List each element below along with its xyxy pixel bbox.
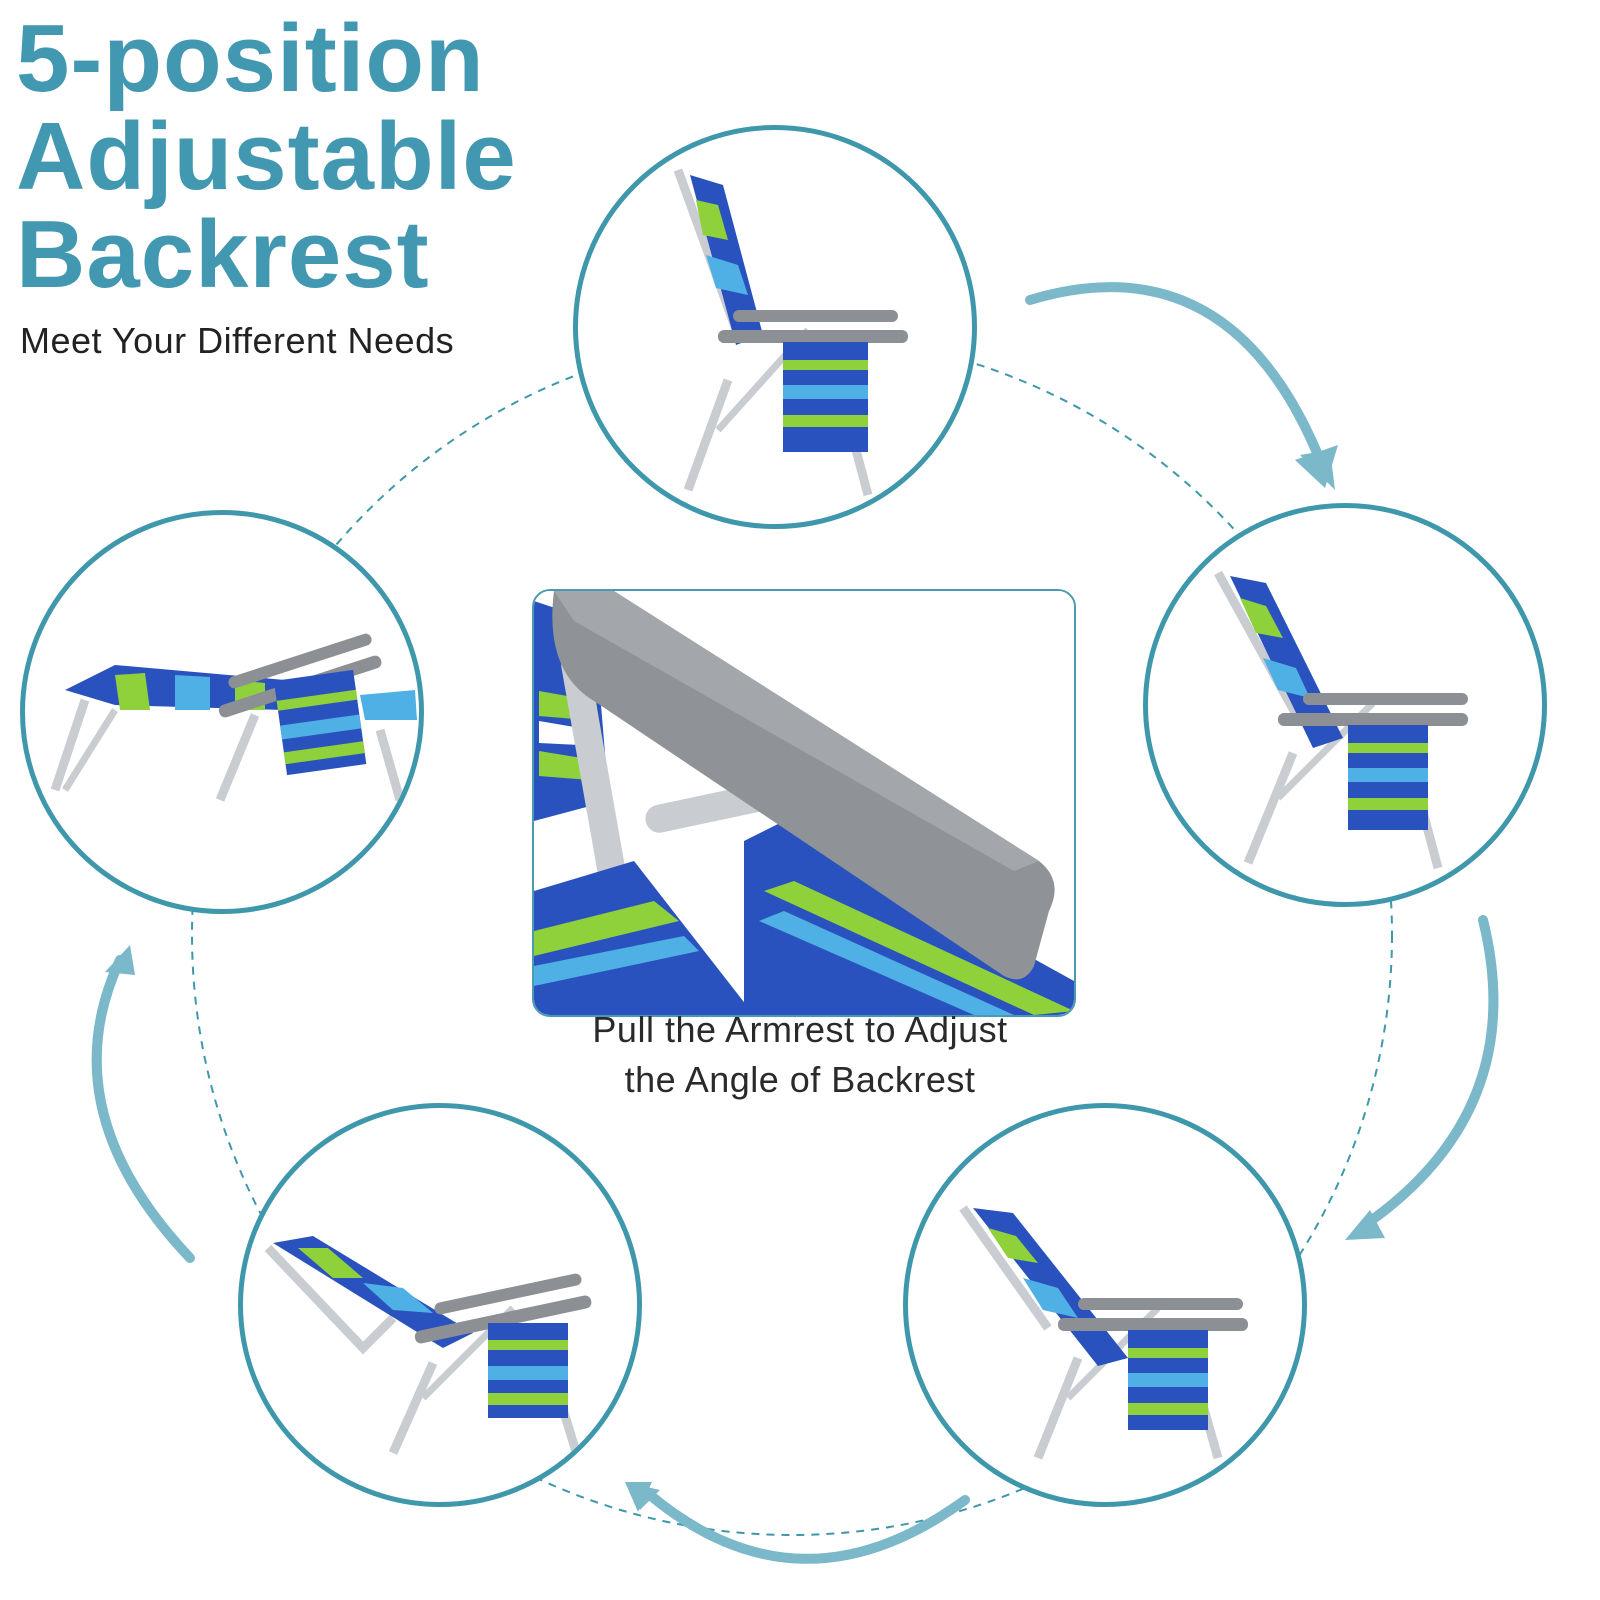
chair-slight-recline-image — [1214, 570, 1468, 870]
position-circle-slight-recline — [1143, 503, 1547, 907]
position-circle-flat — [20, 510, 424, 914]
position-circle-deep-recline — [238, 1103, 642, 1507]
chair-medium-recline-image — [959, 1205, 1248, 1460]
position-circle-medium-recline — [903, 1103, 1307, 1507]
position-circle-upright — [573, 125, 977, 529]
chair-upright-image — [673, 168, 908, 497]
chair-flat-image — [50, 633, 417, 802]
armrest-closeup-image — [534, 591, 1074, 1015]
title-line-3: Backrest — [16, 201, 430, 308]
caption-line-2: the Angle of Backrest — [624, 1059, 976, 1100]
page-title: 5-position Adjustable Backrest — [16, 10, 517, 304]
arrow-icon — [91, 945, 195, 1263]
detail-caption: Pull the Armrest to Adjust the Angle of … — [520, 1005, 1080, 1105]
arrow-icon — [1345, 915, 1499, 1240]
subtitle: Meet Your Different Needs — [20, 320, 455, 361]
caption-line-1: Pull the Armrest to Adjust — [592, 1009, 1008, 1050]
title-line-2: Adjustable — [16, 103, 517, 210]
title-line-1: 5-position — [16, 5, 485, 112]
armrest-detail-photo — [532, 589, 1076, 1017]
arrow-icon — [1025, 282, 1338, 490]
arrow-icon — [625, 1482, 970, 1564]
chair-deep-recline-image — [264, 1236, 592, 1460]
